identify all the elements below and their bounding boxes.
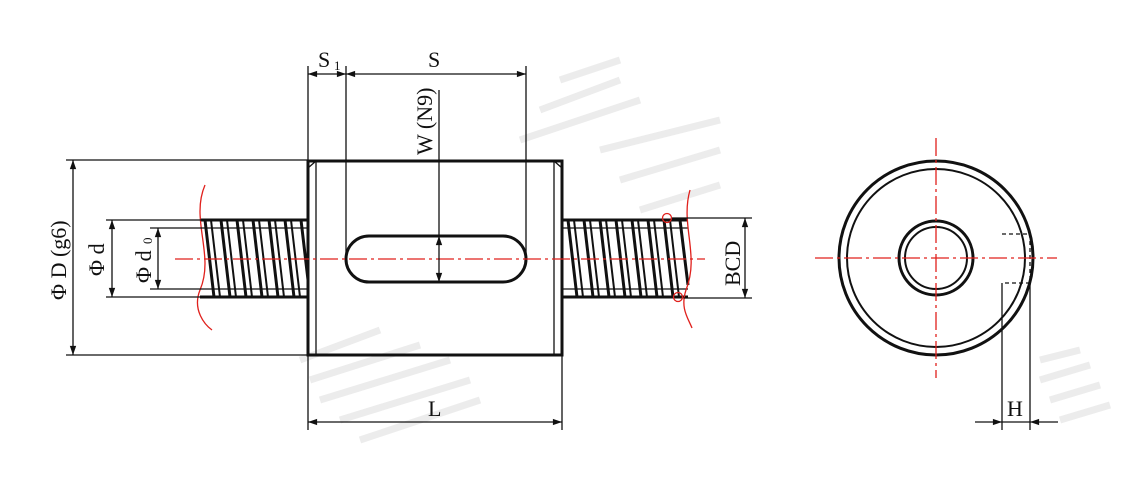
dim-h (975, 283, 1058, 430)
dim-s1-label: S (318, 47, 330, 72)
dim-h-label: H (1007, 396, 1023, 421)
watermark (298, 56, 1112, 444)
dim-l-label: L (428, 396, 441, 421)
dim-outer-diameter (66, 159, 308, 356)
dim-d-label: Φ d (84, 243, 109, 276)
left-screw-shaft (196, 184, 310, 331)
dim-s (307, 66, 527, 258)
dim-bcd (672, 217, 752, 299)
dim-outer-diameter-label: Φ D (g6) (46, 220, 71, 300)
dim-d0-subscript: 0 (140, 238, 155, 245)
dim-d (106, 219, 205, 298)
dim-s-label: S (428, 47, 440, 72)
side-view: S 1 S W (N9) Φ D (g6) Φ d Φ d 0 (46, 47, 752, 430)
dim-d0-label: Φ d (131, 250, 156, 283)
end-view: H (815, 138, 1058, 430)
dim-l (307, 355, 563, 430)
dim-w-label: W (N9) (412, 88, 437, 155)
dim-bcd-label: BCD (720, 241, 745, 286)
dim-d0 (150, 227, 205, 290)
dim-s1-subscript: 1 (334, 58, 341, 73)
